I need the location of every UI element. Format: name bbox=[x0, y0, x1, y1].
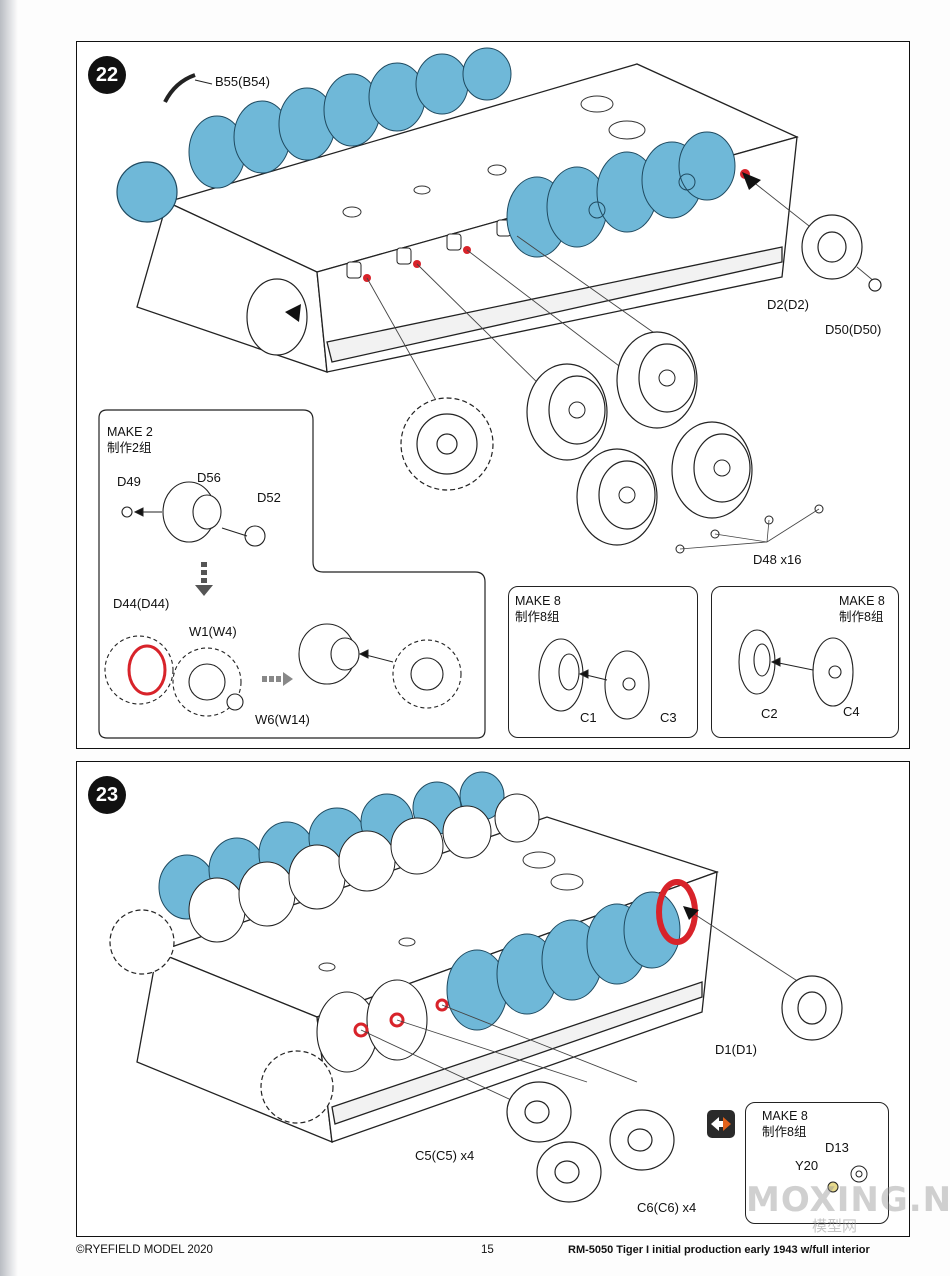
label-c1: C1 bbox=[580, 710, 597, 725]
step-23-number: 23 bbox=[88, 776, 126, 814]
step-23-panel: 23 bbox=[76, 761, 910, 1237]
label-w1: W1(W4) bbox=[189, 624, 237, 639]
make2-title: MAKE 2 bbox=[107, 425, 153, 439]
label-b55: B55(B54) bbox=[215, 74, 270, 89]
label-d56: D56 bbox=[197, 470, 221, 485]
step-23-illustration bbox=[109, 771, 868, 1203]
footer-product: RM-5050 Tiger I initial production early… bbox=[568, 1244, 870, 1256]
label-c4: C4 bbox=[843, 704, 860, 719]
step-22-number: 22 bbox=[88, 56, 126, 94]
label-d13: D13 bbox=[825, 1140, 849, 1155]
label-c5: C5(C5) x4 bbox=[415, 1148, 475, 1163]
track-guard bbox=[326, 246, 783, 363]
label-c6: C6(C6) x4 bbox=[637, 1200, 697, 1215]
label-d49: D49 bbox=[117, 474, 141, 489]
step-22-illustration bbox=[98, 47, 882, 739]
make8-c2-title-cn: 制作8组 bbox=[839, 610, 884, 624]
footer-page-number: 15 bbox=[481, 1244, 494, 1256]
label-y20: Y20 bbox=[795, 1158, 819, 1173]
swap-icon bbox=[707, 1110, 735, 1138]
footer-copyright: ©RYEFIELD MODEL 2020 bbox=[76, 1244, 213, 1256]
step-22-panel: 22 bbox=[76, 41, 910, 749]
label-c3: C3 bbox=[660, 710, 677, 725]
make2-outline bbox=[98, 409, 486, 739]
page-spine-shadow bbox=[0, 0, 18, 1276]
make8-c2-title: MAKE 8 bbox=[839, 594, 885, 608]
watermark-text: MOXING.NET bbox=[746, 1180, 950, 1220]
make8-c1-title: MAKE 8 bbox=[515, 594, 561, 608]
make8-c1-title-cn: 制作8组 bbox=[515, 610, 560, 624]
make8-d13-title: MAKE 8 bbox=[762, 1109, 808, 1123]
label-d50: D50(D50) bbox=[825, 322, 882, 337]
label-d52: D52 bbox=[257, 490, 281, 505]
label-d44: D44(D44) bbox=[113, 596, 170, 611]
make2-title-cn: 制作2组 bbox=[107, 441, 152, 455]
watermark-subtext: 模型网 bbox=[812, 1217, 858, 1235]
make8-d13-title-cn: 制作8组 bbox=[762, 1125, 807, 1139]
make8-d13-box bbox=[745, 1102, 889, 1224]
label-w6: W6(W14) bbox=[255, 712, 310, 727]
make8-c2-box bbox=[711, 586, 899, 738]
label-c2: C2 bbox=[761, 706, 778, 721]
label-d2: D2(D2) bbox=[767, 297, 809, 312]
make8-c1-box bbox=[508, 586, 698, 738]
label-d48: D48 x16 bbox=[753, 552, 802, 567]
label-d1: D1(D1) bbox=[715, 1042, 757, 1057]
